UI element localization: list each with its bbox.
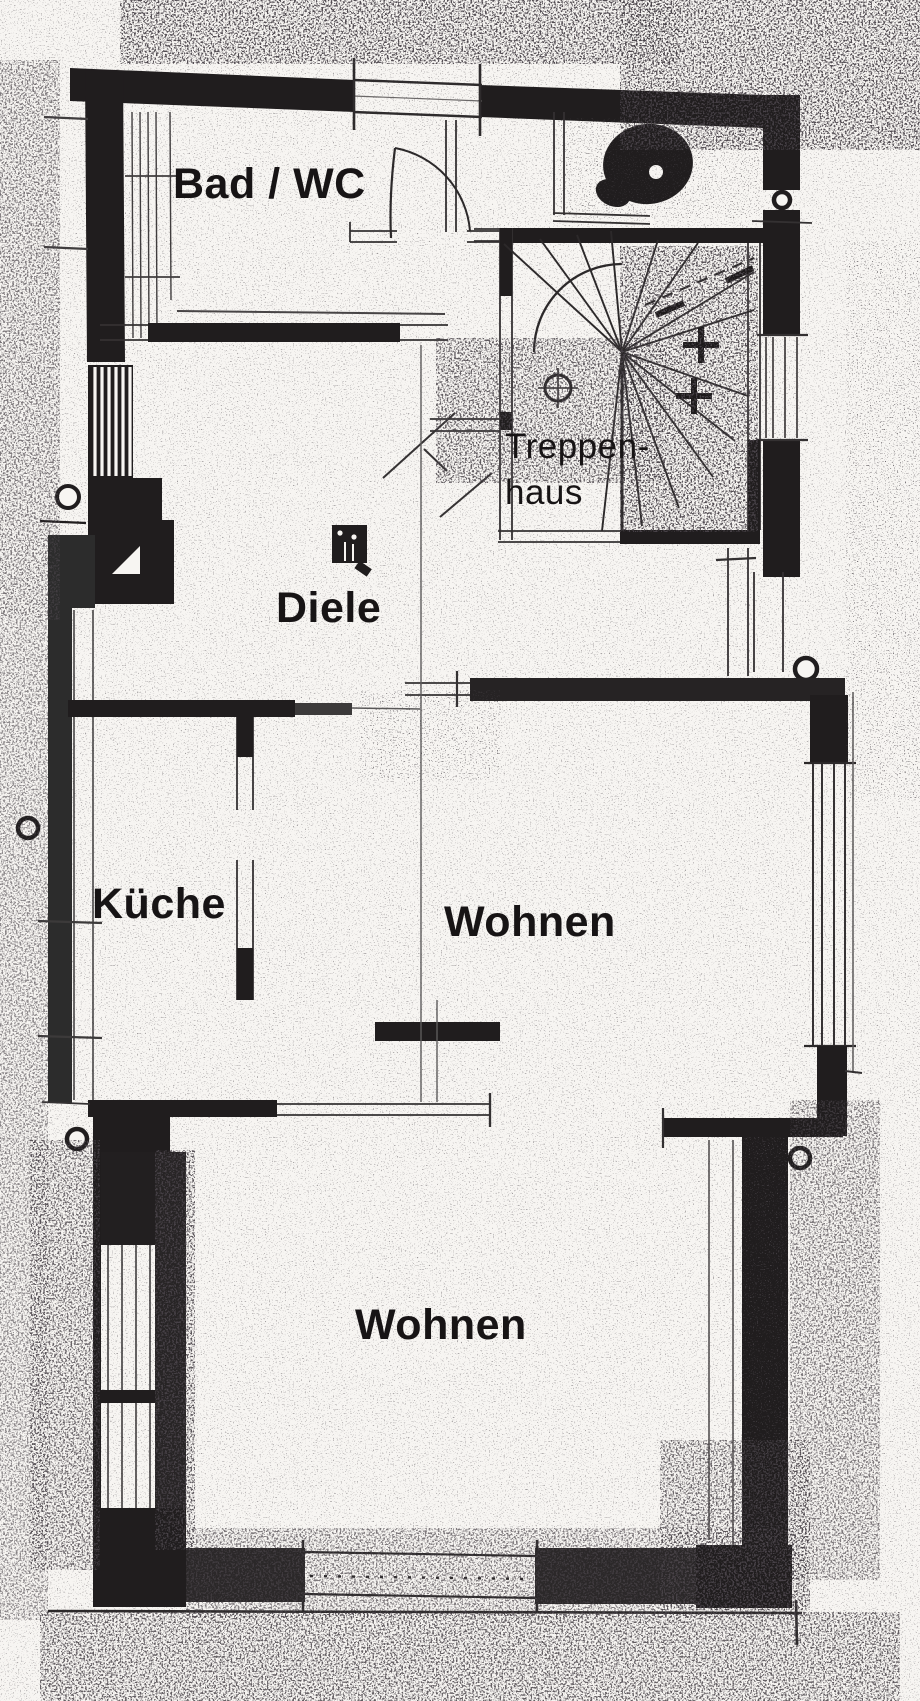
cellar-steps — [88, 365, 133, 478]
room-label-bad-wc: Bad / WC — [173, 160, 366, 208]
room-label-treppenhaus-line2: haus — [505, 473, 583, 513]
room-label-wohnen-lower: Wohnen — [355, 1301, 527, 1349]
door-swing-arc-badwc — [389, 147, 471, 239]
room-label-treppenhaus: Treppen- haus — [505, 424, 650, 516]
door-knob-circle-left-upper — [55, 484, 81, 510]
top-window — [352, 58, 483, 136]
door-knob-circle-terrace — [792, 655, 820, 683]
left-wall-window-lines — [43, 111, 180, 339]
outer-wall-left — [85, 70, 125, 362]
right-wall-window — [751, 220, 813, 442]
room-label-kueche: Küche — [92, 880, 226, 928]
room-label-treppenhaus-line1: Treppen- — [505, 427, 650, 466]
chimney-block — [88, 478, 174, 604]
room-label-wohnen-upper: Wohnen — [444, 898, 616, 946]
balcony-door — [715, 548, 784, 676]
room-label-diele: Diele — [276, 584, 382, 632]
diele-fixture — [332, 525, 372, 577]
door-knob-circle-right-upper — [771, 189, 793, 211]
